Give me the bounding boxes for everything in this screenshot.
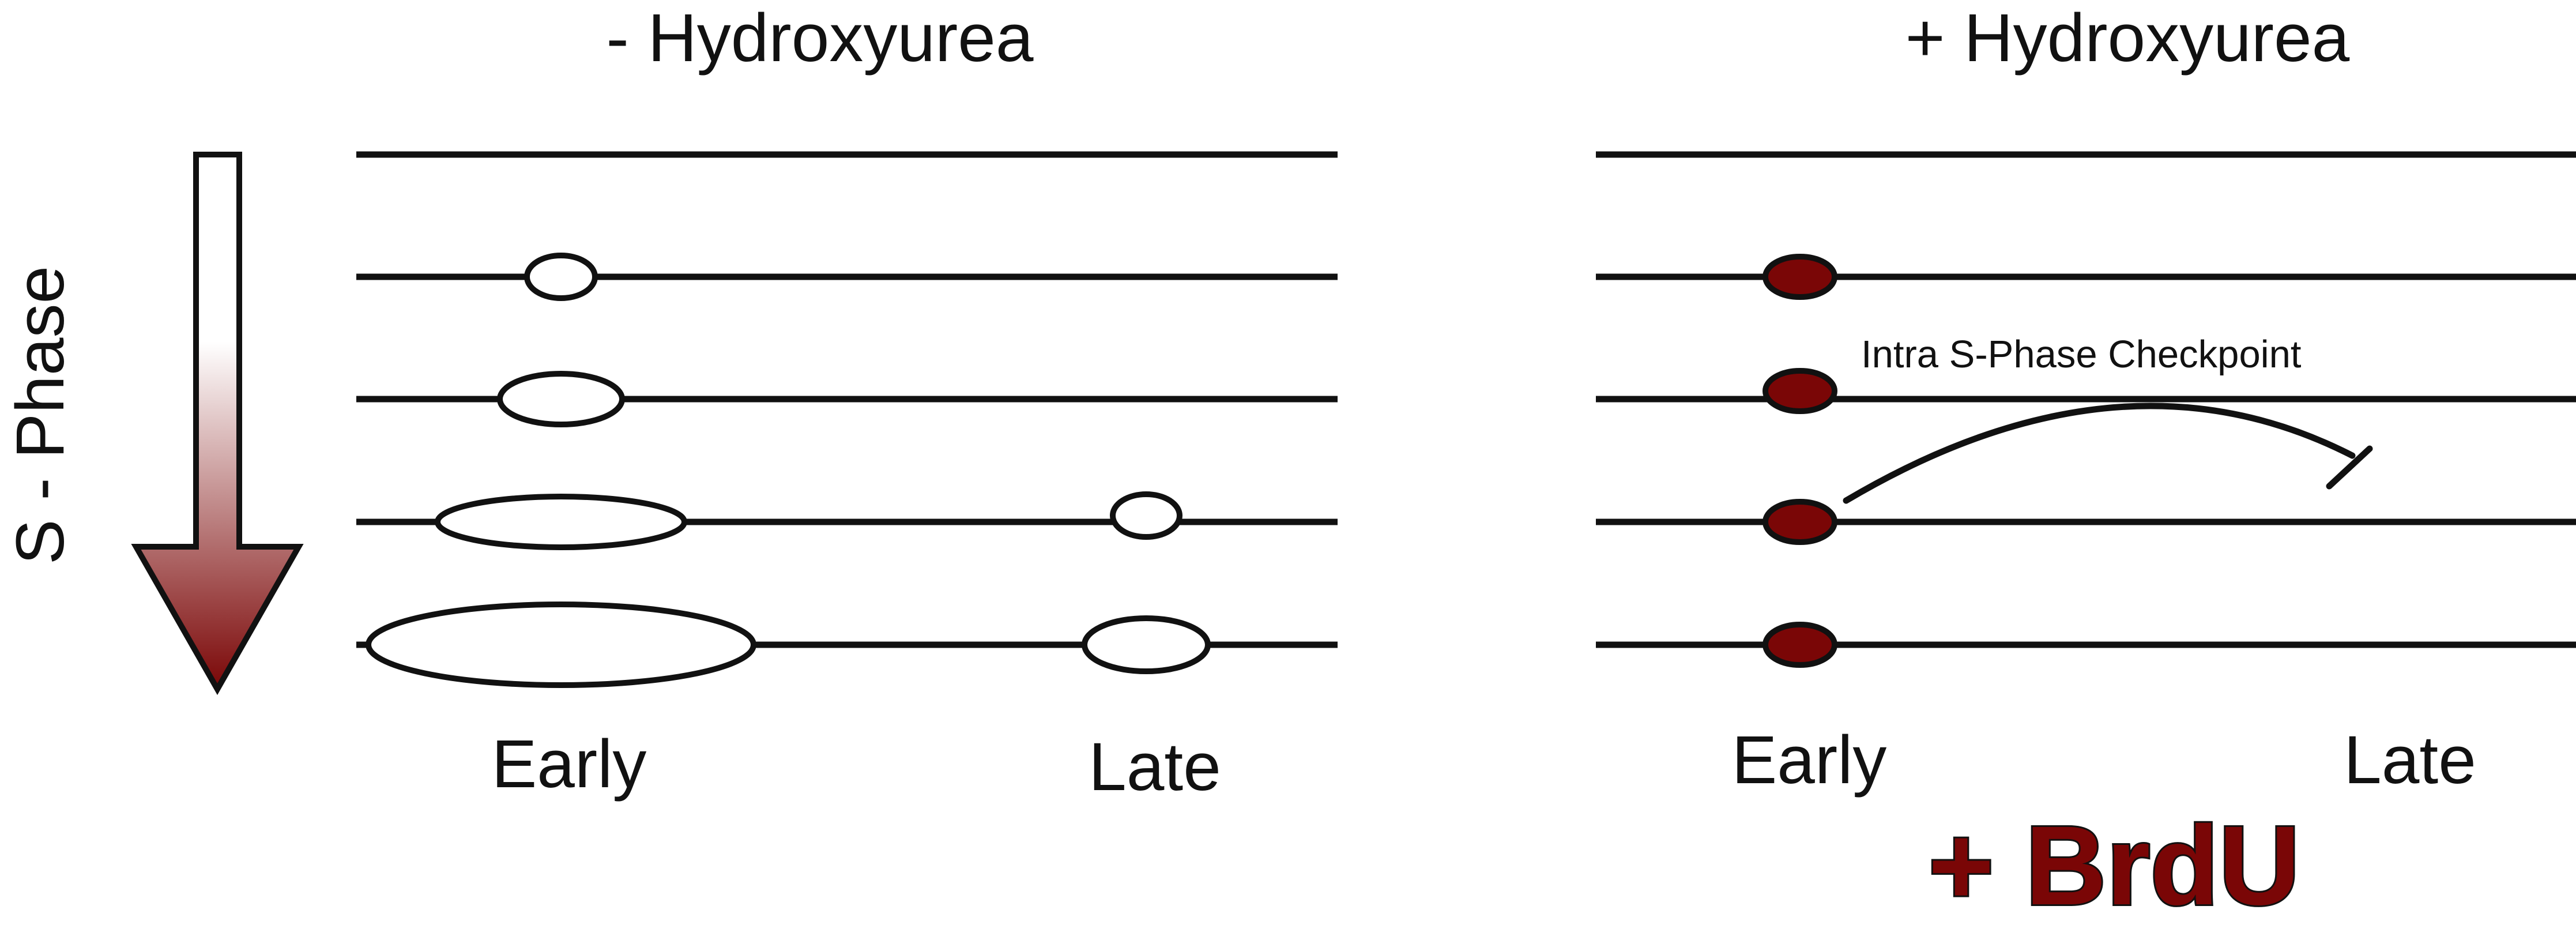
left-panel: - Hydroxyurea Early Late xyxy=(356,0,1338,805)
right-label-late: Late xyxy=(2344,722,2476,798)
s-phase-label: S - Phase xyxy=(2,266,78,565)
replication-bubble-late xyxy=(1110,491,1182,540)
replication-bubble-early xyxy=(366,602,756,688)
stalled-origin-early xyxy=(1762,368,1837,414)
brdu-label: + BrdU xyxy=(1929,803,2300,929)
right-label-early: Early xyxy=(1732,722,1887,798)
checkpoint-inhibition-bar xyxy=(2326,445,2373,490)
stalled-origin-early xyxy=(1762,622,1837,668)
left-label-early: Early xyxy=(492,726,647,802)
right-panel: + Hydroxyurea Intra S-Phase Checkpoint E… xyxy=(1596,0,2576,930)
replication-bubble-early xyxy=(497,371,625,427)
s-phase-arrow-shape xyxy=(131,152,304,696)
checkpoint-label: Intra S-Phase Checkpoint xyxy=(1861,333,2302,376)
stalled-origin-early xyxy=(1762,254,1837,300)
left-panel-title: - Hydroxyurea xyxy=(606,0,1033,76)
left-label-late: Late xyxy=(1089,729,1221,805)
s-phase-arrow xyxy=(131,152,304,696)
right-panel-title: + Hydroxyurea xyxy=(1905,0,2350,76)
replication-bubble-early xyxy=(435,494,687,550)
replication-bubble-early xyxy=(524,253,598,301)
replication-bubble-late xyxy=(1082,615,1211,674)
checkpoint-inhibition-arc xyxy=(1843,403,2356,504)
stalled-origin-early xyxy=(1762,499,1837,545)
